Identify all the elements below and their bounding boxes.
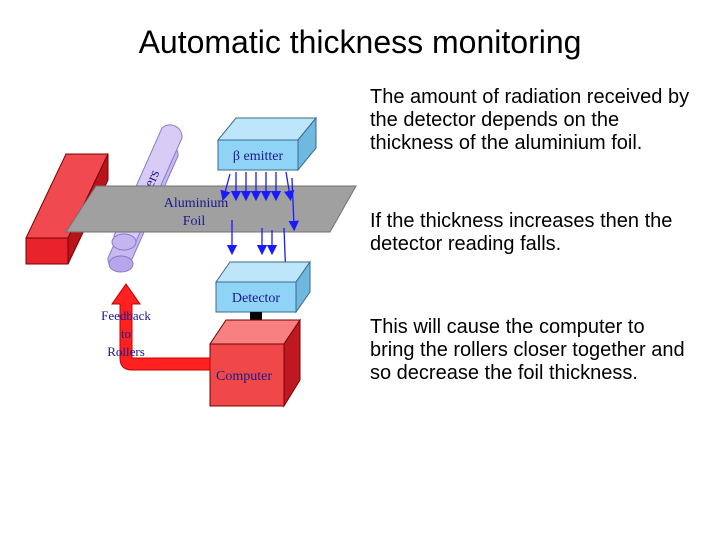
feedback-label-line2: to [121, 326, 131, 341]
computer-box: Computer [209, 318, 301, 408]
feedback-label-line1: Feedback [101, 308, 151, 323]
radiation-arrows [220, 171, 299, 286]
thickness-monitoring-diagram: Rollers β emitter Aluminium Foil Detecto… [25, 116, 357, 408]
beta-emitter-label: β emitter [233, 149, 284, 164]
slide-title: Automatic thickness monitoring [138, 24, 582, 60]
paragraph-computer-feedback: This will cause the computer to bring th… [370, 316, 685, 384]
aluminium-foil-label-line1: Aluminium [164, 196, 229, 211]
aluminium-foil-label-line2: Foil [183, 214, 206, 229]
paragraph-thickness-increase: If the thickness increases then the dete… [370, 210, 673, 255]
computer-label: Computer [216, 369, 272, 384]
detector-box: Detector [215, 260, 311, 314]
detector-label: Detector [232, 291, 281, 306]
feedback-arrow [111, 283, 211, 371]
paragraph-radiation: The amount of radiation received by the … [370, 86, 690, 154]
feedback-label-line3: Rollers [107, 344, 145, 359]
beta-emitter-box: β emitter [216, 116, 318, 172]
aluminium-foil [65, 185, 357, 233]
